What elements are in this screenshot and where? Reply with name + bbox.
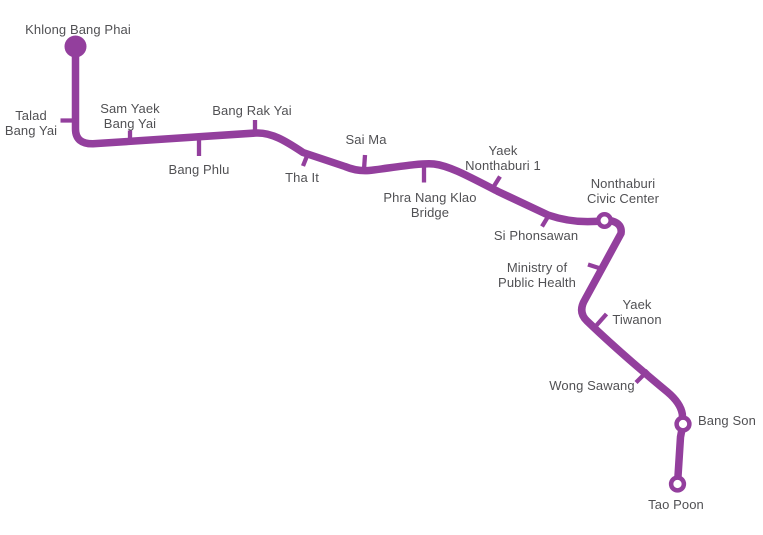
station-tick-tha-it bbox=[301, 152, 310, 167]
station-label-wong-sawang: Wong Sawang bbox=[549, 378, 635, 393]
station-marker-bang-son bbox=[674, 415, 692, 433]
station-tick-ministry-of-public-health bbox=[587, 262, 603, 272]
station-tick-sai-ma bbox=[361, 154, 368, 170]
station-label-bang-rak-yai: Bang Rak Yai bbox=[212, 103, 292, 118]
station-label-tha-it: Tha It bbox=[285, 170, 319, 185]
station-label-si-phonsawan: Si Phonsawan bbox=[493, 228, 579, 243]
station-label-tao-poon: Tao Poon bbox=[648, 497, 704, 512]
station-tick-yaek-tiwanon bbox=[593, 312, 609, 329]
route-line bbox=[71, 42, 687, 488]
station-label-sam-yaek-bang-yai: Sam Yaek Bang Yai bbox=[100, 101, 160, 131]
station-marker-tao-poon bbox=[668, 475, 687, 493]
station-marker-khlong-bang-phai bbox=[64, 35, 87, 58]
station-label-sai-ma: Sai Ma bbox=[345, 132, 387, 147]
station-label-nonthaburi-civic-center: Nonthaburi Civic Center bbox=[587, 176, 659, 206]
station-label-yaek-nonthaburi-1: Yaek Nonthaburi 1 bbox=[465, 143, 541, 173]
station-tick-yaek-nonthaburi-1 bbox=[490, 175, 502, 190]
station-marker-nonthaburi-civic-center bbox=[596, 212, 613, 229]
station-label-talad-bang-yai: Talad Bang Yai bbox=[4, 108, 58, 138]
station-label-ministry-of-public-health: Ministry of Public Health bbox=[498, 260, 576, 290]
station-tick-wong-sawang bbox=[634, 368, 650, 385]
station-label-bang-phlu: Bang Phlu bbox=[168, 162, 230, 177]
station-label-bang-son: Bang Son bbox=[698, 413, 756, 428]
station-label-phra-nang-klao-bridge: Phra Nang Klao Bridge bbox=[383, 190, 477, 220]
station-label-yaek-tiwanon: Yaek Tiwanon bbox=[612, 297, 662, 327]
station-label-khlong-bang-phai: Khlong Bang Phai bbox=[25, 22, 131, 37]
station-tick-si-phonsawan bbox=[540, 213, 551, 228]
